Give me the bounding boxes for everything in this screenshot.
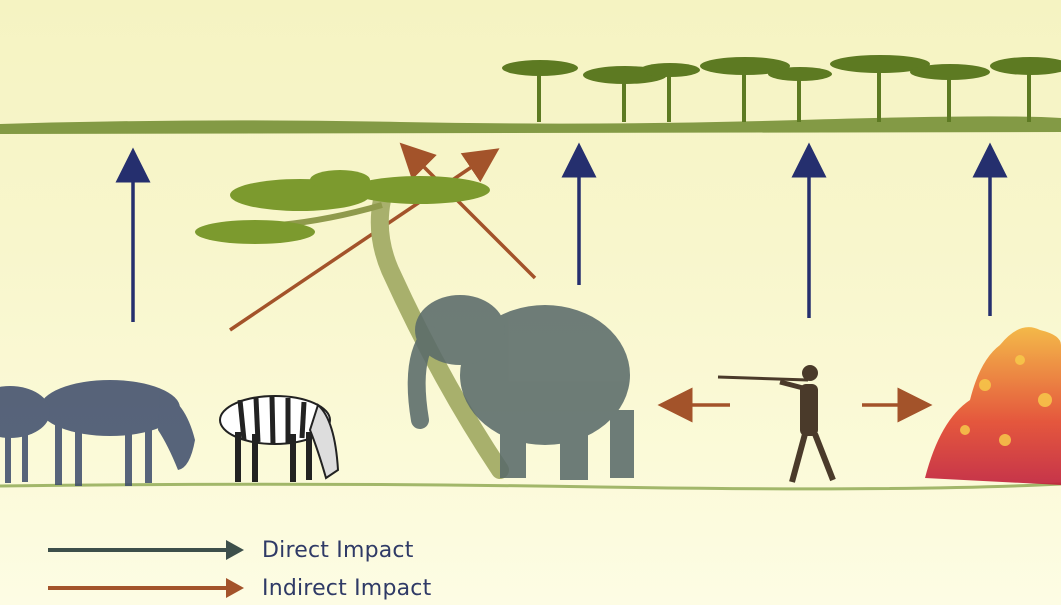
legend-indirect-line xyxy=(48,586,228,590)
indirect-arrow-2 xyxy=(412,155,535,278)
wildebeest xyxy=(0,380,195,486)
legend-direct-label: Direct Impact xyxy=(262,538,414,563)
savanna-treeline xyxy=(0,55,1061,134)
legend-indirect: Indirect Impact xyxy=(48,573,431,603)
hunter xyxy=(718,365,833,482)
ground xyxy=(0,484,1061,489)
legend-indirect-label: Indirect Impact xyxy=(262,576,431,601)
legend-direct-arrowhead-icon xyxy=(226,540,244,560)
legend-direct: Direct Impact xyxy=(48,535,414,565)
zebra xyxy=(220,396,338,482)
fire xyxy=(925,327,1061,485)
legend-direct-line xyxy=(48,548,228,552)
legend-indirect-arrowhead-icon xyxy=(226,578,244,598)
